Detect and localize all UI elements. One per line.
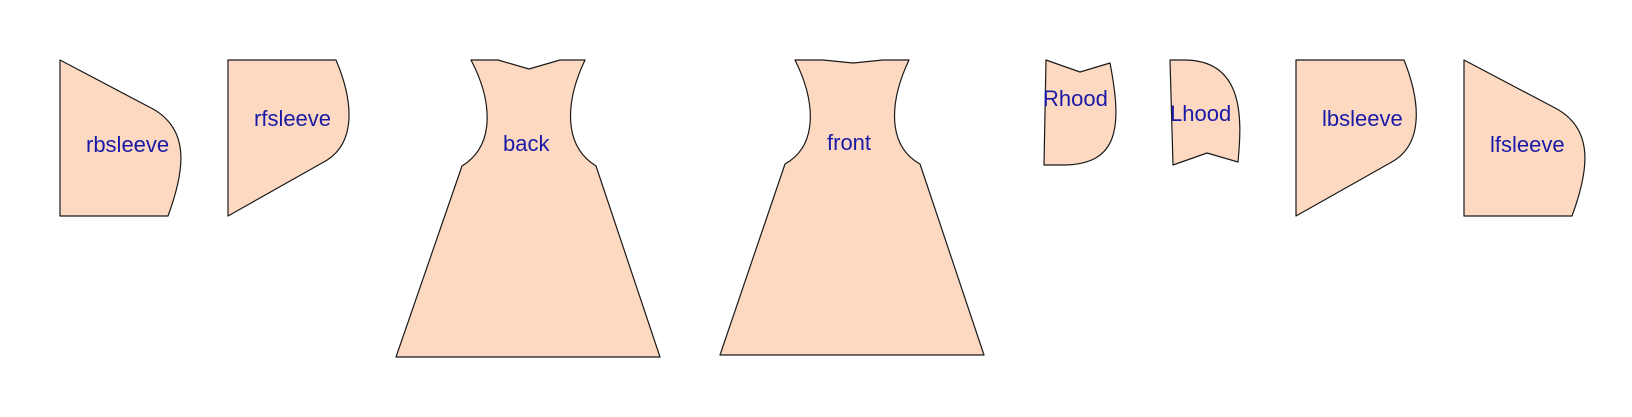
rhood-shape — [1043, 59, 1117, 166]
rhood-label: Rhood — [1043, 86, 1108, 111]
pattern-piece-lhood: Lhood — [1169, 59, 1241, 166]
pattern-piece-rbsleeve: rbsleeve — [59, 59, 182, 217]
pattern-piece-lfsleeve: lfsleeve — [1463, 59, 1586, 217]
rbsleeve-label: rbsleeve — [86, 132, 169, 157]
pattern-piece-lbsleeve: lbsleeve — [1295, 59, 1417, 217]
lbsleeve-shape — [1295, 59, 1417, 217]
back-shape — [395, 59, 661, 358]
back-label: back — [503, 131, 550, 156]
front-label: front — [827, 130, 871, 155]
lfsleeve-shape — [1463, 59, 1586, 217]
rbsleeve-shape — [59, 59, 182, 217]
lhood-label: Lhood — [1170, 101, 1231, 126]
pattern-piece-rfsleeve: rfsleeve — [227, 59, 350, 217]
lfsleeve-label: lfsleeve — [1490, 132, 1565, 157]
lhood-shape — [1169, 59, 1241, 166]
pattern-piece-back: back — [395, 59, 661, 358]
pattern-piece-rhood: Rhood — [1043, 59, 1117, 166]
pattern-piece-front: front — [719, 59, 985, 356]
lbsleeve-label: lbsleeve — [1322, 106, 1403, 131]
front-shape — [719, 59, 985, 356]
rfsleeve-shape — [227, 59, 350, 217]
rfsleeve-label: rfsleeve — [254, 106, 331, 131]
